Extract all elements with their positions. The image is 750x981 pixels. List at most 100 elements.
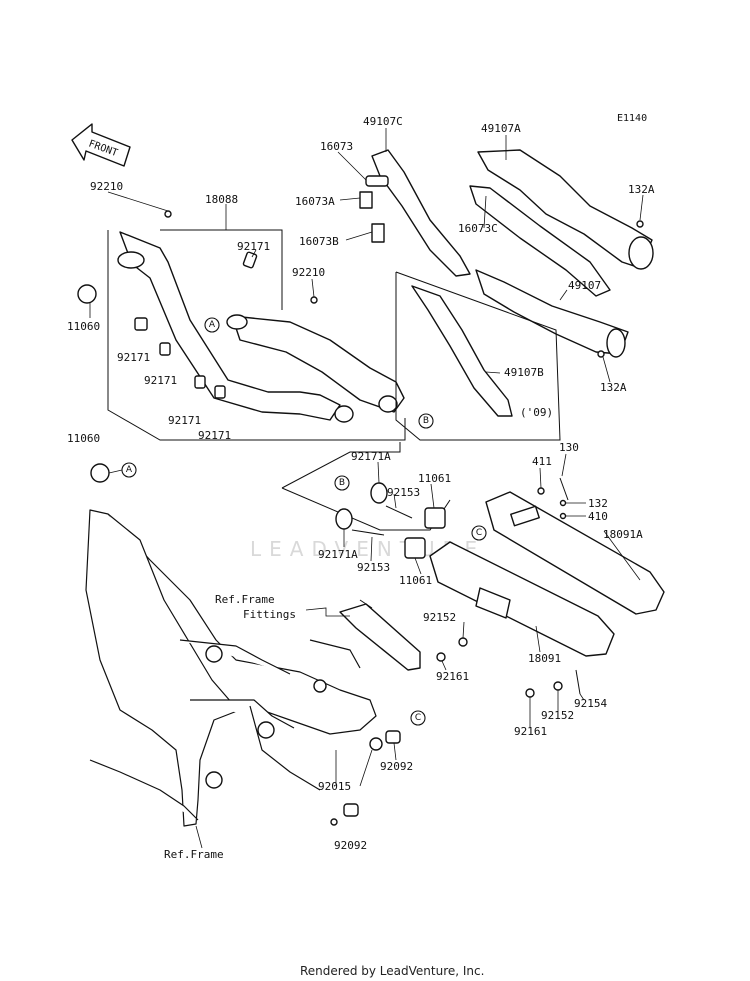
washer-411 xyxy=(537,487,545,495)
part-132 xyxy=(559,499,567,507)
bung-92171-b xyxy=(134,317,148,331)
heat-shield-16073C xyxy=(469,185,611,297)
damper-92092-top xyxy=(385,730,401,744)
muffler-18091A xyxy=(485,491,665,615)
damper-92015 xyxy=(369,737,383,751)
label-49107C: 49107C xyxy=(363,115,403,128)
clamp-92171A-bottom xyxy=(335,508,353,530)
label-16073B: 16073B xyxy=(299,235,339,248)
label-16073C: 16073C xyxy=(458,222,498,235)
nut-small xyxy=(330,818,338,826)
label-132: 132 xyxy=(588,497,608,510)
ref-marker-B-2: B xyxy=(334,475,350,491)
svg-text:C: C xyxy=(476,528,482,538)
label-92210-mid: 92210 xyxy=(292,266,325,279)
collar-92152-bottom xyxy=(553,681,563,691)
ref-marker-A-2: A xyxy=(121,462,137,478)
heat-shield-49107C xyxy=(371,149,471,277)
ref-marker-C-1: C xyxy=(471,525,487,541)
collar-92152-top xyxy=(458,637,468,647)
bolt-92153-top xyxy=(385,505,413,519)
bung-92171-c xyxy=(159,342,171,356)
ref-marker-C-2: C xyxy=(410,710,426,726)
label-92171A-top: 92171A xyxy=(351,450,391,463)
label-18091: 18091 xyxy=(528,652,561,665)
label-92171-b: 92171 xyxy=(117,351,150,364)
leader-lines xyxy=(89,128,644,849)
label-16073: 16073 xyxy=(320,140,353,153)
label-16073A: 16073A xyxy=(295,195,335,208)
pad-16073A xyxy=(359,191,373,209)
bolt-92210-top xyxy=(164,210,172,218)
label-92153-bottom: 92153 xyxy=(357,561,390,574)
label-410: 410 xyxy=(588,510,608,523)
pad-16073B xyxy=(371,223,385,243)
frame-fitting-bracket xyxy=(339,599,421,671)
heat-shield-49107 xyxy=(475,269,629,358)
svg-text:B: B xyxy=(339,478,345,488)
svg-text:C: C xyxy=(415,713,421,723)
label-18088: 18088 xyxy=(205,193,238,206)
label-ref-frame-fittings-line2: Fittings xyxy=(243,608,296,621)
gasket-11060-top xyxy=(77,284,97,304)
bolt-92153-bottom xyxy=(351,529,385,536)
label-130: 130 xyxy=(559,441,579,454)
label-ref-frame: Ref.Frame xyxy=(164,848,224,861)
pad-16073 xyxy=(365,175,389,187)
svg-text:A: A xyxy=(126,465,133,475)
label-92153-top: 92153 xyxy=(387,486,420,499)
part-410 xyxy=(559,512,567,520)
label-92092-bottom: 92092 xyxy=(334,839,367,852)
bolt-130 xyxy=(559,477,569,501)
damper-92092-bottom xyxy=(343,803,359,817)
screw-132A-top xyxy=(636,220,644,228)
label-92171A-bottom: 92171A xyxy=(318,548,358,561)
label-49107B: 49107B xyxy=(504,366,544,379)
heat-shield-49107B xyxy=(411,285,513,417)
label-92171-d: 92171 xyxy=(168,414,201,427)
label-92161-top: 92161 xyxy=(436,670,469,683)
connector-11061-top xyxy=(424,507,446,529)
label-92210-top: 92210 xyxy=(90,180,123,193)
shield-49107B-box xyxy=(395,271,561,441)
svg-text:B: B xyxy=(423,416,429,426)
label-92161-bottom: 92161 xyxy=(514,725,547,738)
label-92152-bottom: 92152 xyxy=(541,709,574,722)
label-411: 411 xyxy=(532,455,552,468)
label-11061-top: 11061 xyxy=(418,472,451,485)
label-132A-top: 132A xyxy=(628,183,655,196)
muffler-18091 xyxy=(429,541,615,657)
label-92171-c: 92171 xyxy=(144,374,177,387)
clamp-92171A-top xyxy=(370,482,388,504)
ref-marker-A-1: A xyxy=(204,317,220,333)
bolt-92154 xyxy=(575,669,581,695)
svg-text:A: A xyxy=(209,320,216,330)
label-92171-a: 92171 xyxy=(237,240,270,253)
diagram-code: E1140 xyxy=(617,113,647,124)
motorcycle-frame xyxy=(85,509,377,827)
bung-92171-e xyxy=(214,385,226,399)
bung-92171-a xyxy=(242,251,258,269)
label-11061-bottom: 11061 xyxy=(399,574,432,587)
label-92015: 92015 xyxy=(318,780,351,793)
label-ref-frame-fittings-line1: Ref.Frame xyxy=(215,593,275,606)
connector-11061-bottom xyxy=(404,537,426,559)
label-18091A: 18091A xyxy=(603,528,643,541)
version-note: ('09) xyxy=(520,406,553,419)
label-132A-bottom: 132A xyxy=(600,381,627,394)
heat-shield-49107A xyxy=(477,149,654,270)
damper-92161-bottom xyxy=(525,688,535,698)
label-11060-bottom: 11060 xyxy=(67,432,100,445)
bung-92171-d xyxy=(194,375,206,389)
footer-text: Rendered by LeadVenture, Inc. xyxy=(300,964,484,978)
label-92092-top: 92092 xyxy=(380,760,413,773)
gasket-11060-bottom xyxy=(90,463,110,483)
header-pipe-18088 xyxy=(107,229,406,441)
label-92171-e: 92171 xyxy=(198,429,231,442)
label-11060-top: 11060 xyxy=(67,320,100,333)
label-92154: 92154 xyxy=(574,697,607,710)
label-49107: 49107 xyxy=(568,279,601,292)
ref-marker-B-1: B xyxy=(418,413,434,429)
screw-132A-bottom xyxy=(597,350,605,358)
front-arrow-icon: FRONT xyxy=(71,123,131,167)
